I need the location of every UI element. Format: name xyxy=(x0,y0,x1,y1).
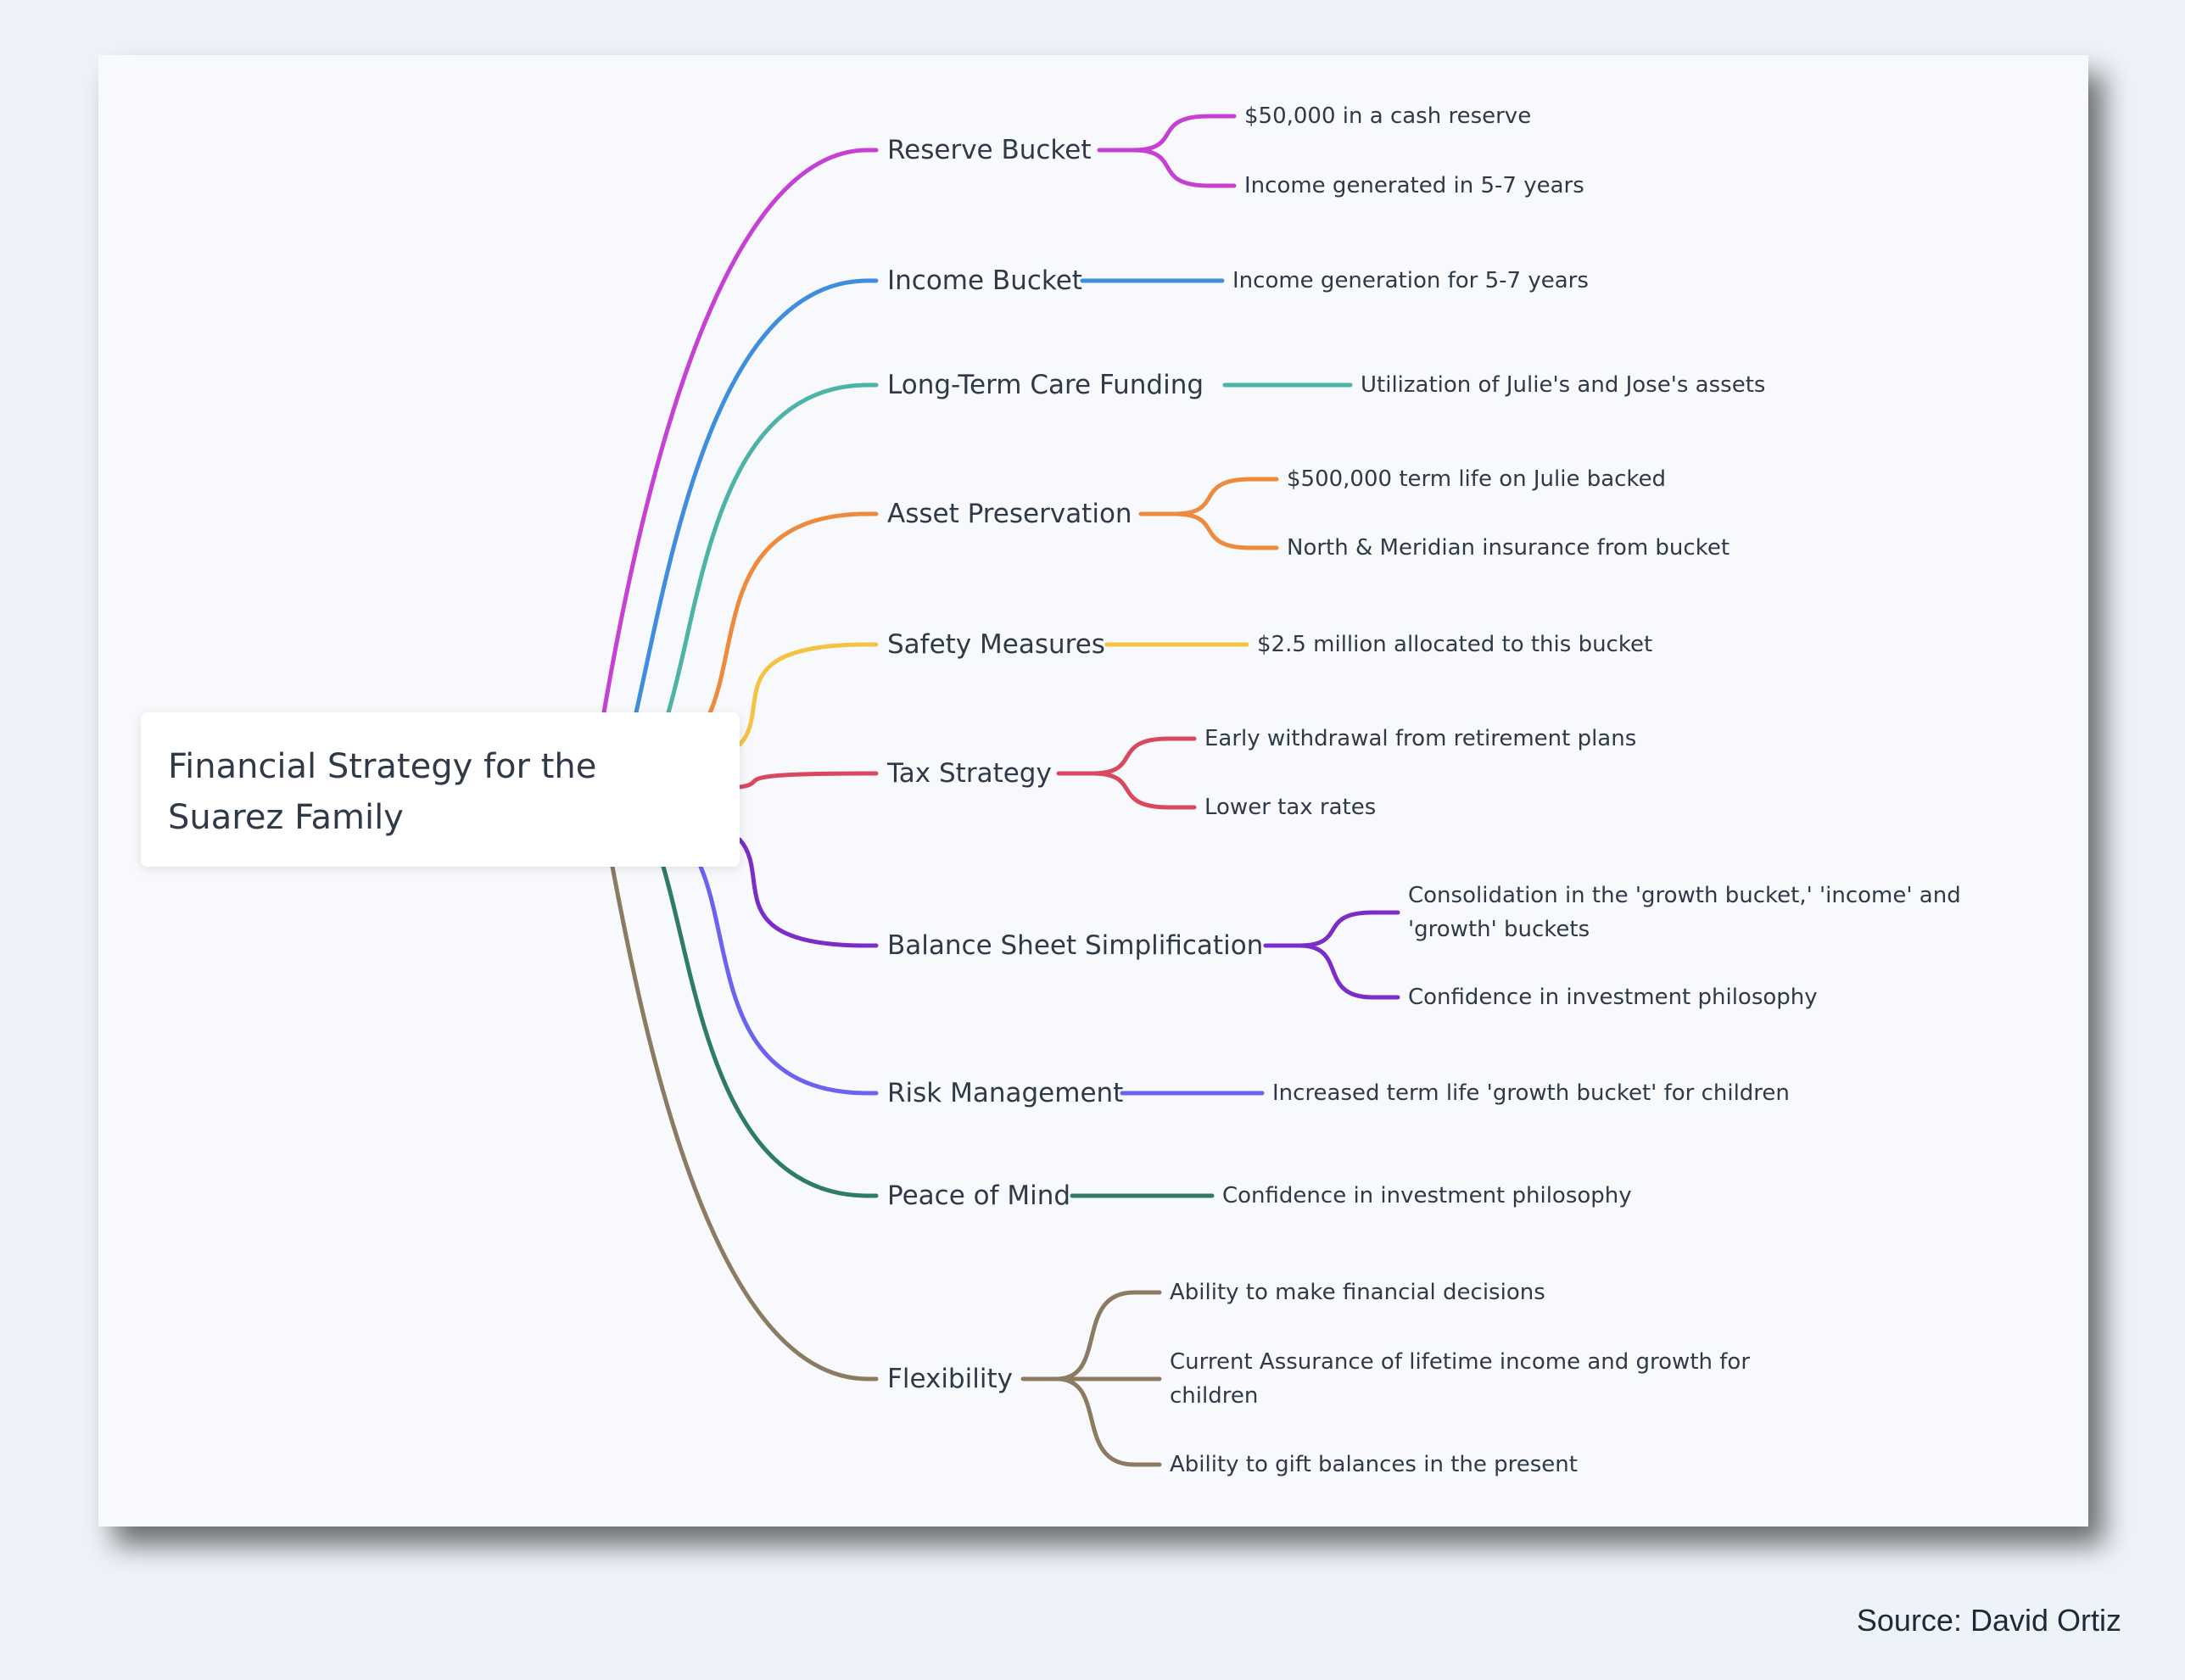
leaf-label[interactable]: Lower tax rates xyxy=(1204,795,1377,820)
branch-connector xyxy=(601,148,879,715)
branch-label[interactable]: Peace of Mind xyxy=(887,1180,1071,1211)
leaf-label[interactable]: $50,000 in a cash reserve xyxy=(1244,103,1532,129)
leaf-connector xyxy=(1131,148,1237,188)
branch-connector xyxy=(737,837,879,948)
branch-connector xyxy=(610,864,879,1381)
branch-connector xyxy=(706,511,879,719)
leaf-label[interactable]: Consolidation in the 'growth bucket,' 'i… xyxy=(1408,883,1961,942)
leaf-label[interactable]: Income generated in 5-7 years xyxy=(1244,173,1584,198)
leaf-connector xyxy=(1297,910,1400,948)
leaf-label[interactable]: Ability to make financial decisions xyxy=(1170,1280,1545,1305)
branch-label[interactable]: Tax Strategy xyxy=(887,758,1052,789)
leaf-label[interactable]: Increased term life 'growth bucket' for … xyxy=(1272,1080,1790,1106)
leaf-connector xyxy=(1297,943,1400,1000)
leaf-label[interactable]: Income generation for 5-7 years xyxy=(1232,268,1589,293)
branch-connector xyxy=(737,771,879,790)
leaf-connector xyxy=(1090,771,1197,810)
leaf-label[interactable]: Early withdrawal from retirement plans xyxy=(1204,726,1637,751)
leaf-label[interactable]: Confidence in investment philosophy xyxy=(1222,1183,1632,1208)
leaf-connector xyxy=(1054,1290,1162,1381)
leaf-label[interactable]: $2.5 million allocated to this bucket xyxy=(1257,632,1653,657)
leaf-label[interactable]: Utilization of Julie's and Jose's assets xyxy=(1361,372,1766,398)
branch-label[interactable]: Asset Preservation xyxy=(887,499,1132,529)
branch-connector xyxy=(634,278,879,715)
branch-label[interactable]: Flexibility xyxy=(887,1364,1013,1394)
root-node[interactable]: Financial Strategy for the Suarez Family xyxy=(141,712,740,867)
root-title: Financial Strategy for the Suarez Family xyxy=(168,747,597,837)
branch-connector xyxy=(737,642,879,747)
leaf-label[interactable]: Ability to gift balances in the present xyxy=(1170,1452,1578,1477)
leaf-connector xyxy=(1172,477,1279,516)
source-caption: Source: David Ortiz xyxy=(1856,1603,2121,1638)
branch-label[interactable]: Safety Measures xyxy=(887,629,1105,660)
branch-label[interactable]: Income Bucket xyxy=(887,265,1082,296)
leaf-connector xyxy=(1090,736,1197,776)
branch-label[interactable]: Long-Term Care Funding xyxy=(887,370,1204,400)
branch-connector xyxy=(661,864,879,1198)
branch-connector xyxy=(698,864,879,1096)
leaf-label[interactable]: North & Meridian insurance from bucket xyxy=(1287,535,1730,561)
branch-label[interactable]: Balance Sheet Simplification xyxy=(887,930,1264,961)
leaf-connector xyxy=(1172,511,1279,550)
leaf-label[interactable]: $500,000 term life on Julie backed xyxy=(1287,466,1667,492)
branch-label[interactable]: Risk Management xyxy=(887,1078,1124,1108)
leaf-label[interactable]: Confidence in investment philosophy xyxy=(1408,985,1818,1010)
leaf-label[interactable]: Current Assurance of lifetime income and… xyxy=(1170,1349,1751,1409)
branch-connector xyxy=(666,382,879,715)
branch-label[interactable]: Reserve Bucket xyxy=(887,135,1092,165)
leaf-connector xyxy=(1054,1376,1162,1467)
leaf-connector xyxy=(1131,114,1237,153)
